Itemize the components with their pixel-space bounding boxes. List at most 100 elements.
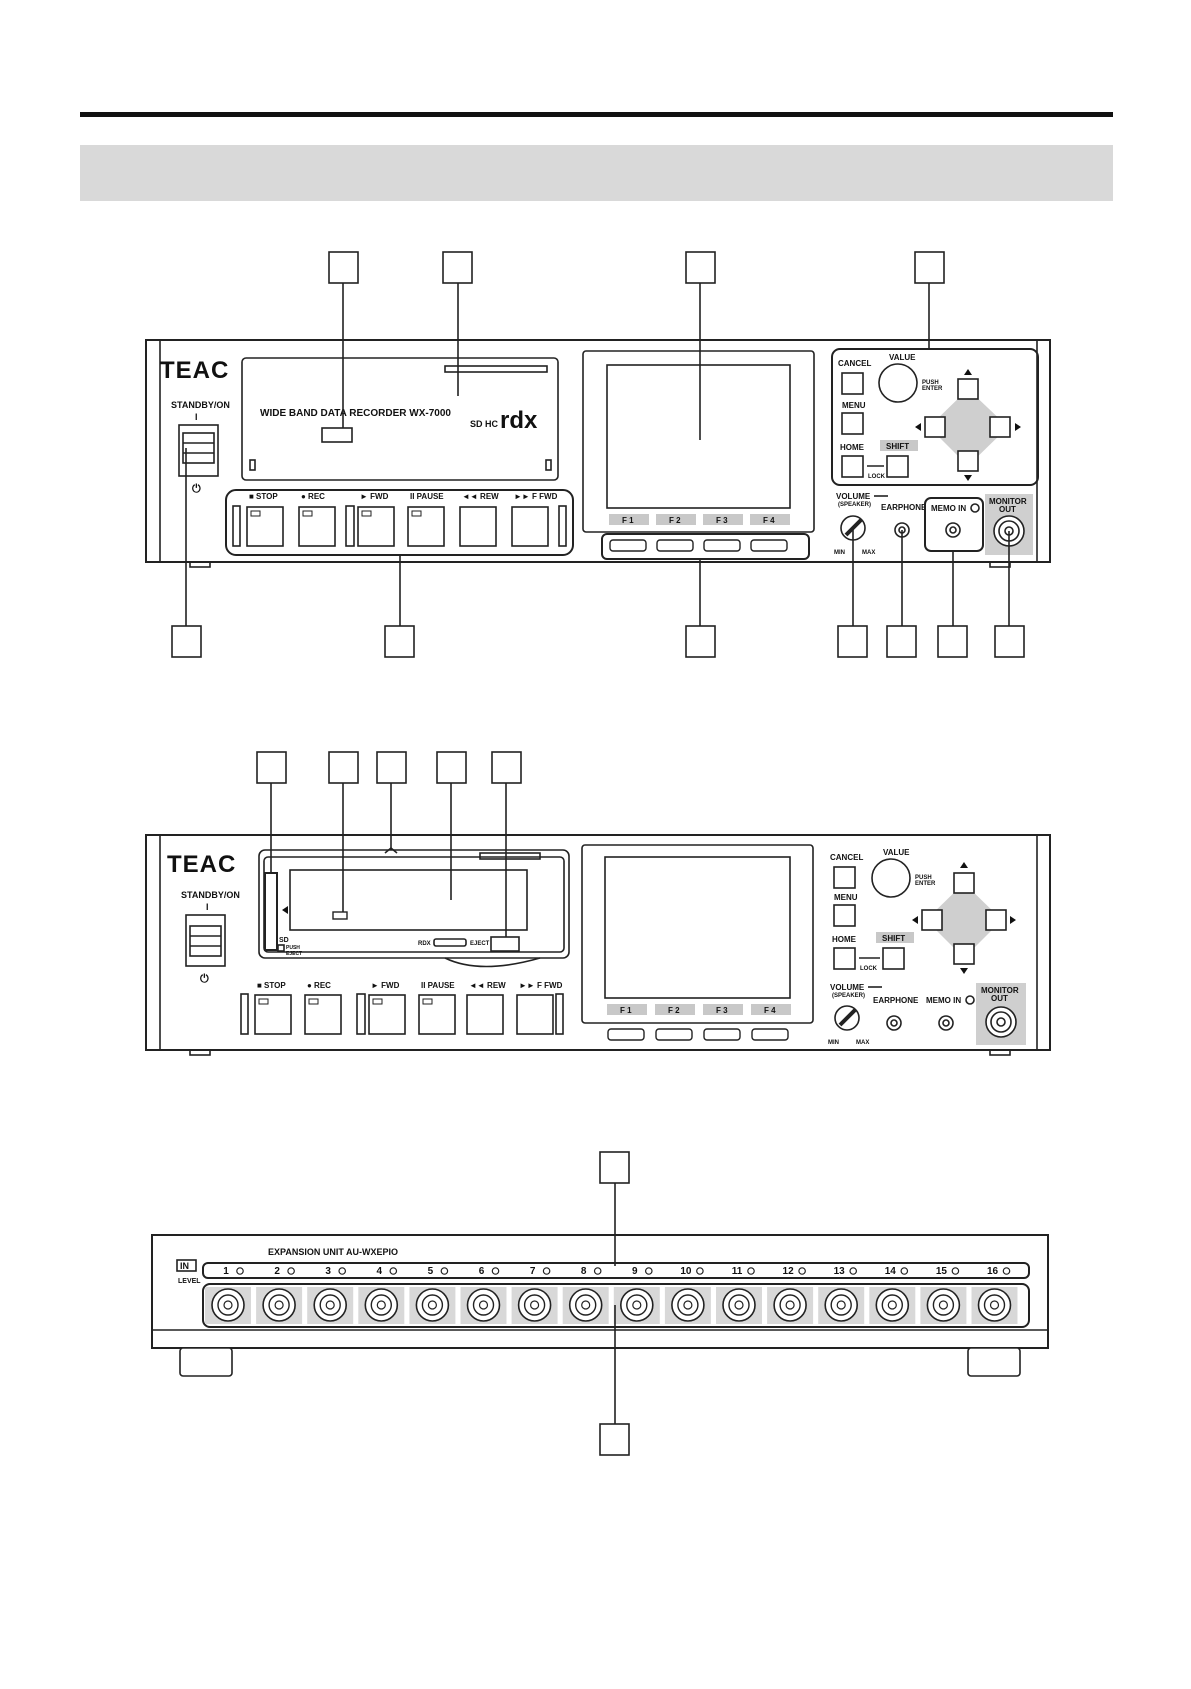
rdx-cartridge-slot[interactable] bbox=[289, 869, 528, 931]
shift-label-bg-2 bbox=[876, 932, 914, 943]
cursor-up-button-2[interactable] bbox=[953, 872, 975, 894]
channel-number: 6 bbox=[479, 1266, 485, 1277]
sd-label: SD bbox=[279, 937, 289, 944]
function-key[interactable] bbox=[655, 1028, 693, 1041]
bnc-input-connector[interactable] bbox=[415, 1288, 450, 1322]
level-led bbox=[236, 1267, 244, 1275]
bnc-input-connector[interactable] bbox=[517, 1288, 552, 1322]
vol-min-label-2: MIN bbox=[828, 1040, 839, 1046]
value-knob[interactable] bbox=[878, 363, 918, 403]
function-key-label: F 1 bbox=[622, 516, 634, 525]
rdx-eject-button[interactable] bbox=[490, 936, 520, 952]
function-key[interactable] bbox=[656, 539, 694, 552]
channel-number: 5 bbox=[428, 1266, 434, 1277]
bnc-input-connector[interactable] bbox=[313, 1288, 348, 1322]
open-door-figure: TEAC STANDBY/ON I ⏻ SD PUSH EJECT RDX EJ… bbox=[145, 751, 1051, 1056]
cancel-button[interactable] bbox=[841, 372, 864, 395]
right-arrow-icon-2 bbox=[1010, 916, 1016, 924]
lock-label-2: LOCK bbox=[860, 966, 878, 972]
bnc-input-connector[interactable] bbox=[773, 1288, 807, 1322]
earphone-label-2: EARPHONE bbox=[873, 996, 919, 1005]
cursor-right-button-2[interactable] bbox=[985, 909, 1007, 931]
transport-key[interactable] bbox=[466, 994, 504, 1035]
callout-box bbox=[328, 251, 359, 284]
cursor-down-button[interactable] bbox=[957, 450, 979, 472]
callout-box bbox=[837, 625, 868, 658]
teac-logo-2: TEAC bbox=[167, 851, 236, 878]
cursor-up-button[interactable] bbox=[957, 378, 979, 400]
bnc-input-connector[interactable] bbox=[722, 1288, 756, 1322]
standby-switch-2[interactable] bbox=[189, 925, 222, 957]
callouts-expansion bbox=[599, 1151, 630, 1456]
transport-label: ● REC bbox=[307, 981, 331, 990]
home-label-2: HOME bbox=[832, 935, 857, 944]
standby-switch[interactable] bbox=[182, 432, 215, 464]
earphone-jack-2[interactable] bbox=[886, 1015, 902, 1031]
transport-keys-2 bbox=[254, 994, 554, 1035]
memo-in-jack-2[interactable] bbox=[938, 1015, 954, 1031]
function-keys bbox=[609, 539, 788, 552]
cancel-button-2[interactable] bbox=[833, 866, 856, 889]
bnc-input-connector[interactable] bbox=[824, 1288, 859, 1322]
bnc-input-connector[interactable] bbox=[926, 1288, 961, 1322]
shift-button[interactable] bbox=[886, 455, 909, 478]
sdhc-logo: SD HC bbox=[470, 419, 499, 429]
home-button[interactable] bbox=[841, 455, 864, 478]
bnc-ring bbox=[779, 1294, 801, 1316]
level-label: LEVEL bbox=[178, 1278, 201, 1285]
vol-max-label-2: MAX bbox=[856, 1040, 869, 1046]
cursor-left-button[interactable] bbox=[924, 416, 946, 438]
bnc-pin bbox=[427, 1300, 437, 1310]
memo-in-outline bbox=[924, 497, 984, 552]
bnc-input-connector[interactable] bbox=[619, 1288, 654, 1322]
transport-label: ►► F FWD bbox=[519, 981, 563, 990]
cursor-down-button-2[interactable] bbox=[953, 943, 975, 965]
bnc-ring bbox=[830, 1294, 852, 1316]
led-indicator bbox=[250, 510, 261, 517]
function-key[interactable] bbox=[607, 1028, 645, 1041]
function-key[interactable] bbox=[703, 539, 741, 552]
bnc-input-connector[interactable] bbox=[977, 1288, 1012, 1322]
function-key[interactable] bbox=[703, 1028, 741, 1041]
function-key[interactable] bbox=[609, 539, 647, 552]
channel-number: 1 bbox=[223, 1266, 229, 1277]
callout-box bbox=[256, 751, 287, 784]
home-button-2[interactable] bbox=[833, 947, 856, 970]
transport-key[interactable] bbox=[511, 506, 549, 547]
bnc-input-connector[interactable] bbox=[262, 1288, 296, 1322]
bnc-input-connector[interactable] bbox=[466, 1288, 501, 1322]
cursor-right-button[interactable] bbox=[989, 416, 1011, 438]
function-key[interactable] bbox=[750, 539, 788, 552]
bnc-input-connector[interactable] bbox=[875, 1288, 910, 1322]
function-key[interactable] bbox=[751, 1028, 789, 1041]
sd-slot[interactable] bbox=[264, 872, 278, 951]
shift-button-2[interactable] bbox=[882, 947, 905, 970]
bnc-ring bbox=[728, 1294, 750, 1316]
function-key-label-bg bbox=[607, 1004, 647, 1015]
menu-button[interactable] bbox=[841, 412, 864, 435]
callout-box bbox=[171, 625, 202, 658]
bnc-ring bbox=[677, 1294, 699, 1316]
bnc-input-connector[interactable] bbox=[671, 1288, 705, 1322]
level-led bbox=[389, 1267, 398, 1275]
door-tab[interactable] bbox=[321, 427, 353, 443]
control-block-outline bbox=[831, 348, 1039, 486]
level-led bbox=[696, 1267, 704, 1275]
channel-number: 11 bbox=[732, 1266, 743, 1277]
bnc-input-connector[interactable] bbox=[568, 1288, 603, 1322]
bnc-input-connector[interactable] bbox=[364, 1288, 399, 1322]
bnc-ring bbox=[983, 1294, 1006, 1316]
value-knob-2[interactable] bbox=[871, 858, 911, 898]
level-led bbox=[542, 1267, 551, 1275]
transport-key[interactable] bbox=[516, 994, 554, 1035]
bnc-input-connector[interactable] bbox=[211, 1288, 245, 1322]
cursor-left-button-2[interactable] bbox=[921, 909, 943, 931]
callouts-front bbox=[171, 251, 1025, 658]
menu-button-2[interactable] bbox=[833, 904, 856, 927]
callout-box bbox=[328, 751, 359, 784]
memo-in-jack[interactable] bbox=[945, 522, 961, 538]
rdx-label: RDX bbox=[418, 941, 431, 947]
transport-key[interactable] bbox=[459, 506, 497, 547]
memo-in-label-2: MEMO IN bbox=[926, 996, 961, 1005]
